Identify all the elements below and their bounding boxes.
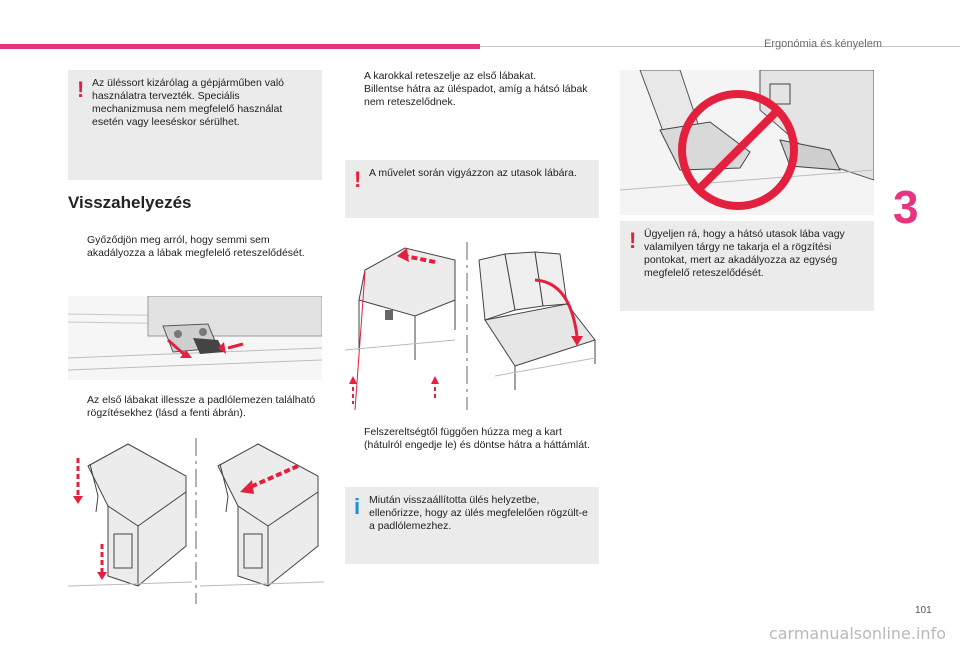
step-3b: Billentse hátra az üléspadot, amíg a hát… (345, 83, 599, 109)
step-2-text: Az első lábakat illessze a padlólemezen … (87, 394, 316, 419)
illustration-foot-prohibited (620, 70, 874, 215)
warning-icon: ! (629, 228, 637, 253)
illustration-bench-placement (68, 436, 324, 606)
step-3a-text: A karokkal reteszelje az első lábakat. (364, 70, 537, 82)
warning-note-text: A művelet során vigyázzon az utasok lábá… (369, 167, 577, 179)
running-header-title: Ergonómia és kényelem (763, 38, 882, 50)
warning-icon: ! (77, 77, 85, 102)
step-1-text: Győződjön meg arról, hogy semmi sem akad… (87, 234, 305, 259)
info-note-check-fixing: i Miután visszaállította ülés helyzetbe,… (345, 487, 599, 564)
watermark: carmanualsonline.info (768, 624, 946, 643)
section-heading: Visszahelyezés (68, 193, 192, 212)
step-4: Felszereltségtől függően húzza meg a kar… (345, 426, 599, 452)
step-4-text: Felszereltségtől függően húzza meg a kar… (364, 426, 590, 451)
info-note-text: Miután visszaállította ülés helyzetbe, e… (369, 494, 588, 532)
step-3b-text: Billentse hátra az üléspadot, amíg a hát… (364, 83, 588, 108)
warning-note-text: Ügyeljen rá, hogy a hátsó utasok lába va… (644, 228, 845, 279)
warning-note-text: Az üléssort kizárólag a gépjárműben való… (92, 77, 285, 128)
illustration-floor-anchor (68, 296, 322, 380)
page-number: 101 (915, 605, 932, 616)
info-icon: i (354, 494, 361, 519)
chapter-number: 3 (893, 181, 919, 233)
step-2: Az első lábakat illessze a padlólemezen … (68, 394, 328, 420)
warning-note-seat-use: ! Az üléssort kizárólag a gépjárműben va… (68, 70, 322, 180)
warning-note-anchor-points: ! Ügyeljen rá, hogy a hátsó utasok lába … (620, 221, 874, 311)
step-3a: A karokkal reteszelje az első lábakat. (345, 70, 599, 83)
header-rule (480, 46, 960, 47)
warning-icon: ! (354, 167, 362, 192)
header-accent-bar (0, 44, 480, 49)
illustration-bench-tilt (345, 240, 599, 412)
step-1: Győződjön meg arról, hogy semmi sem akad… (68, 234, 322, 260)
warning-note-feet: ! A művelet során vigyázzon az utasok lá… (345, 160, 599, 218)
